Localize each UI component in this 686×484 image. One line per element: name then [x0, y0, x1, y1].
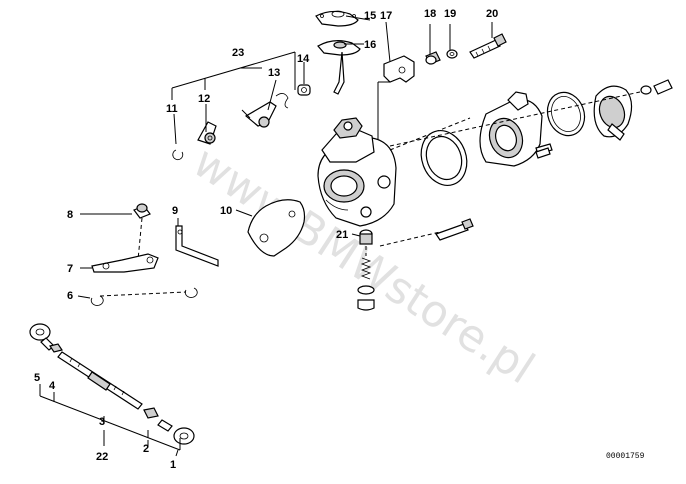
- leader-lines: [173, 15, 493, 237]
- label-18: 18: [424, 8, 436, 20]
- bracket-part-17: [377, 55, 415, 152]
- lever-part-12: [197, 121, 217, 145]
- label-16: 16: [364, 39, 376, 51]
- assembly-axis-right: [389, 91, 641, 147]
- label-13: 13: [268, 67, 280, 79]
- bracket-part-9: [175, 218, 219, 267]
- washer-part-19: [446, 49, 458, 59]
- label-21: 21: [336, 229, 348, 241]
- bottom-leader-lines: [103, 430, 179, 457]
- throttle-housing: [317, 117, 471, 227]
- label-14: 14: [297, 53, 310, 65]
- circlip-part-11: [172, 149, 184, 161]
- nut-part-2: [143, 407, 159, 419]
- actuator-housing: [479, 91, 553, 167]
- screw-part-20: [469, 33, 507, 59]
- lever-spring-part-13: [241, 93, 289, 128]
- label-5: 5: [34, 372, 40, 384]
- label-9: 9: [172, 205, 178, 217]
- label-10: 10: [220, 205, 232, 217]
- ball-socket-part-1: [157, 419, 195, 445]
- label-8: 8: [67, 209, 73, 221]
- bushing-part-14: [297, 84, 311, 96]
- label-2: 2: [143, 443, 149, 455]
- position-labels: 11 12 23 13 14 15 16 17 18 19 20 10 9 8 …: [34, 8, 498, 471]
- end-cap: [593, 85, 633, 141]
- label-6: 6: [67, 290, 73, 302]
- label-20: 20: [486, 8, 498, 20]
- label-22: 22: [96, 451, 108, 463]
- bushing-part-18: [425, 51, 441, 65]
- screw-part-8: [80, 203, 151, 261]
- label-15: 15: [364, 10, 376, 22]
- o-ring: [546, 91, 586, 137]
- label-7: 7: [67, 263, 73, 275]
- long-screw: [435, 218, 474, 241]
- label-1: 1: [170, 459, 176, 471]
- drawing-code: 00001759: [606, 452, 645, 461]
- small-screw: [535, 147, 551, 159]
- label-4: 4: [49, 380, 56, 392]
- nut-part-4: [49, 343, 63, 353]
- adjust-screw-part-21: [357, 229, 441, 311]
- gasket-part-15: [315, 10, 359, 27]
- label-23: 23: [232, 47, 244, 59]
- group-bracket-22: [39, 384, 181, 451]
- circlip-part-6: [77, 287, 198, 306]
- label-3: 3: [99, 416, 105, 428]
- cap-screw: [640, 79, 673, 95]
- gasket-ring: [420, 130, 468, 186]
- label-19: 19: [444, 8, 456, 20]
- cover-plate-part-16: [317, 40, 361, 95]
- lever-plate-part-7: [80, 253, 159, 273]
- cable-bracket-part-10: [235, 199, 306, 257]
- label-12: 12: [198, 93, 210, 105]
- threaded-rod-part-3: [57, 351, 143, 410]
- label-11: 11: [166, 103, 178, 115]
- label-17: 17: [380, 10, 392, 22]
- group-bracket-23: [171, 51, 296, 100]
